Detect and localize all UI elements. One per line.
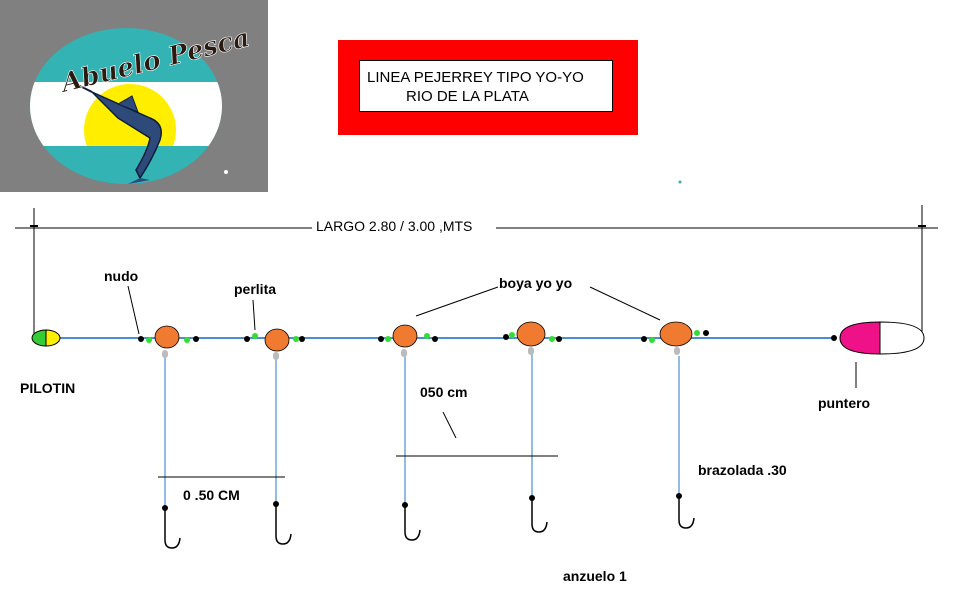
station-1 xyxy=(138,325,199,549)
station-2 xyxy=(244,328,305,545)
title-panel: LINEA PEJERREY TIPO YO-YO RIO DE LA PLAT… xyxy=(359,60,613,112)
perlita-label: perlita xyxy=(234,281,277,297)
length-dimension xyxy=(15,205,938,336)
marlin-icon xyxy=(75,83,162,184)
brazolada-label: brazolada .30 xyxy=(698,462,787,478)
spacing-dimensions xyxy=(158,455,558,478)
boya-label: boya yo yo xyxy=(499,275,573,291)
title-frame: LINEA PEJERREY TIPO YO-YO RIO DE LA PLAT… xyxy=(338,40,638,135)
nudo-label: nudo xyxy=(104,268,139,284)
puntero-label: puntero xyxy=(818,395,871,411)
logo-panel: Abuelo Pesca xyxy=(0,0,268,192)
annotation-pointers xyxy=(127,285,857,439)
anzuelo-label: anzuelo 1 xyxy=(563,568,627,584)
rig-stations xyxy=(138,321,709,549)
station-5 xyxy=(641,321,709,529)
spacing-mid-label: 050 cm xyxy=(420,384,468,400)
pilotin-float xyxy=(31,329,61,347)
abuelo-pesca-logo: Abuelo Pesca xyxy=(30,23,253,184)
spacing-left-label: 0 .50 CM xyxy=(183,487,240,503)
pilotin-label: PILOTIN xyxy=(20,380,76,396)
station-3 xyxy=(378,324,438,541)
length-label: LARGO 2.80 / 3.00 ,MTS xyxy=(316,218,473,234)
station-4 xyxy=(503,321,562,533)
title-line-2: RIO DE LA PLATA xyxy=(406,88,529,105)
puntero-float xyxy=(831,321,925,355)
title-line-1: LINEA PEJERREY TIPO YO-YO xyxy=(367,69,584,86)
